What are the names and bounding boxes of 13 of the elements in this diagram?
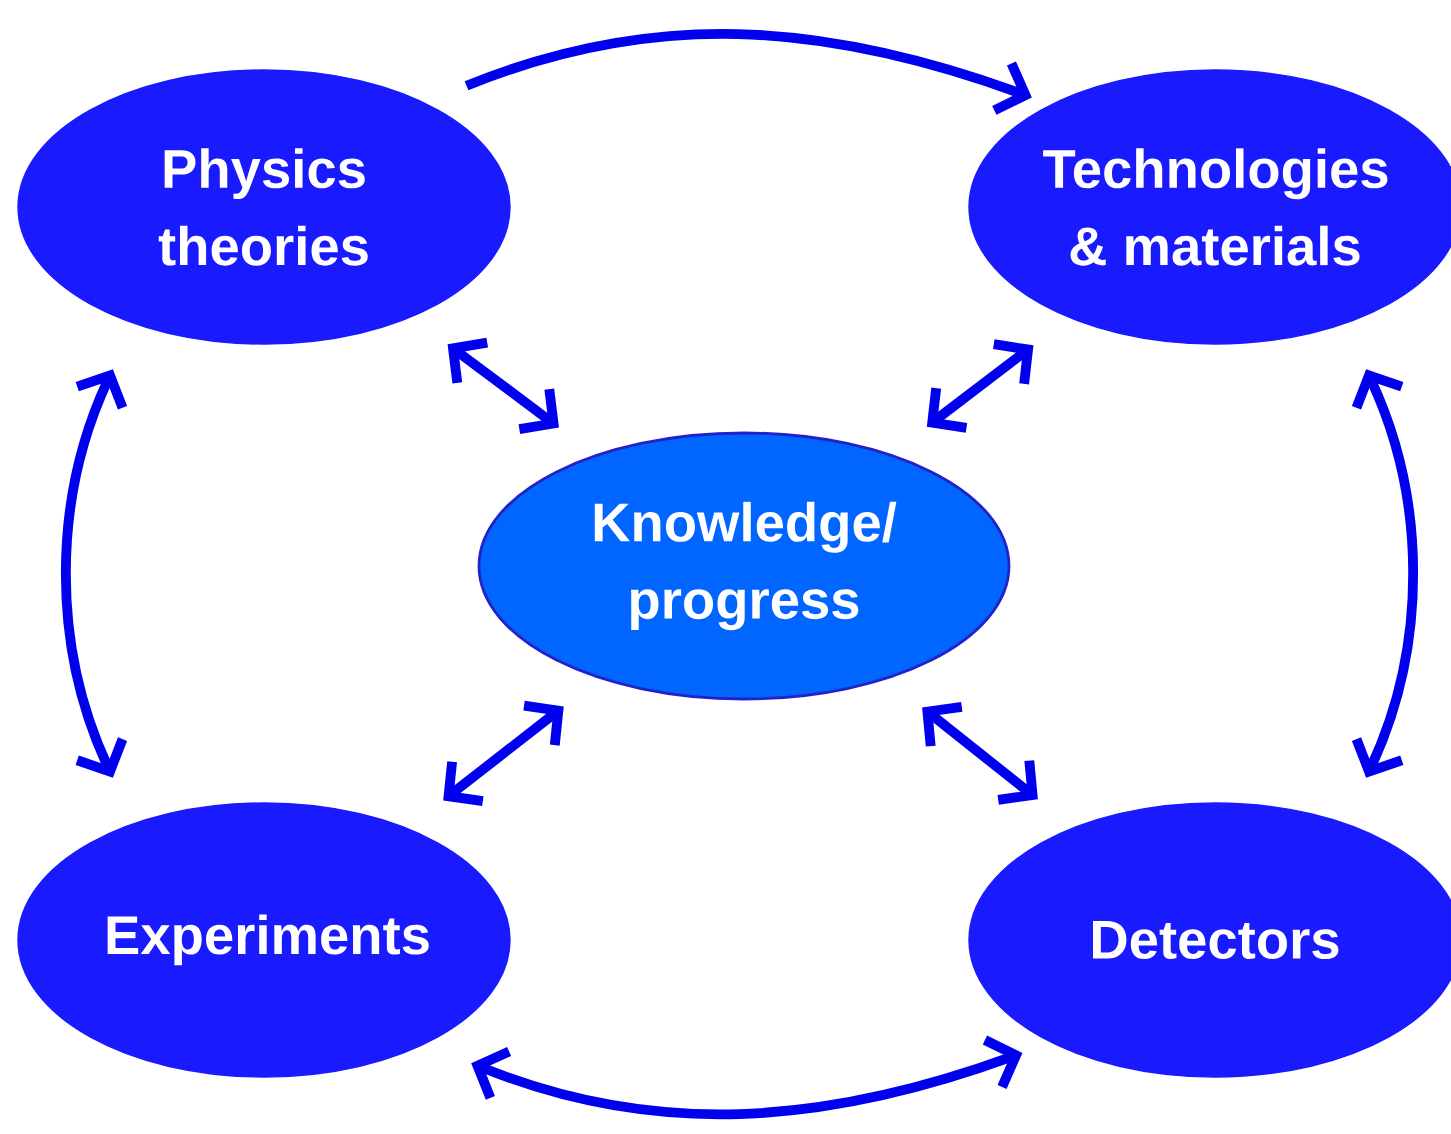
double-arrow bbox=[447, 337, 559, 435]
ellipse-node: Experiments bbox=[17, 802, 511, 1078]
ellipse-node: Detectors bbox=[968, 802, 1451, 1078]
double-arrow bbox=[922, 702, 1038, 805]
double-arrow bbox=[926, 339, 1034, 433]
ellipse-node: Technologies & materials bbox=[968, 69, 1451, 345]
double-arrow bbox=[1351, 369, 1418, 778]
double-arrow bbox=[443, 700, 564, 807]
double-arrow bbox=[464, 29, 1032, 115]
double-arrow bbox=[61, 369, 128, 778]
ellipse-node: Physics theories bbox=[17, 69, 511, 345]
double-arrow bbox=[471, 1035, 1023, 1119]
ellipse-node: Knowledge/ progress bbox=[477, 431, 1011, 701]
